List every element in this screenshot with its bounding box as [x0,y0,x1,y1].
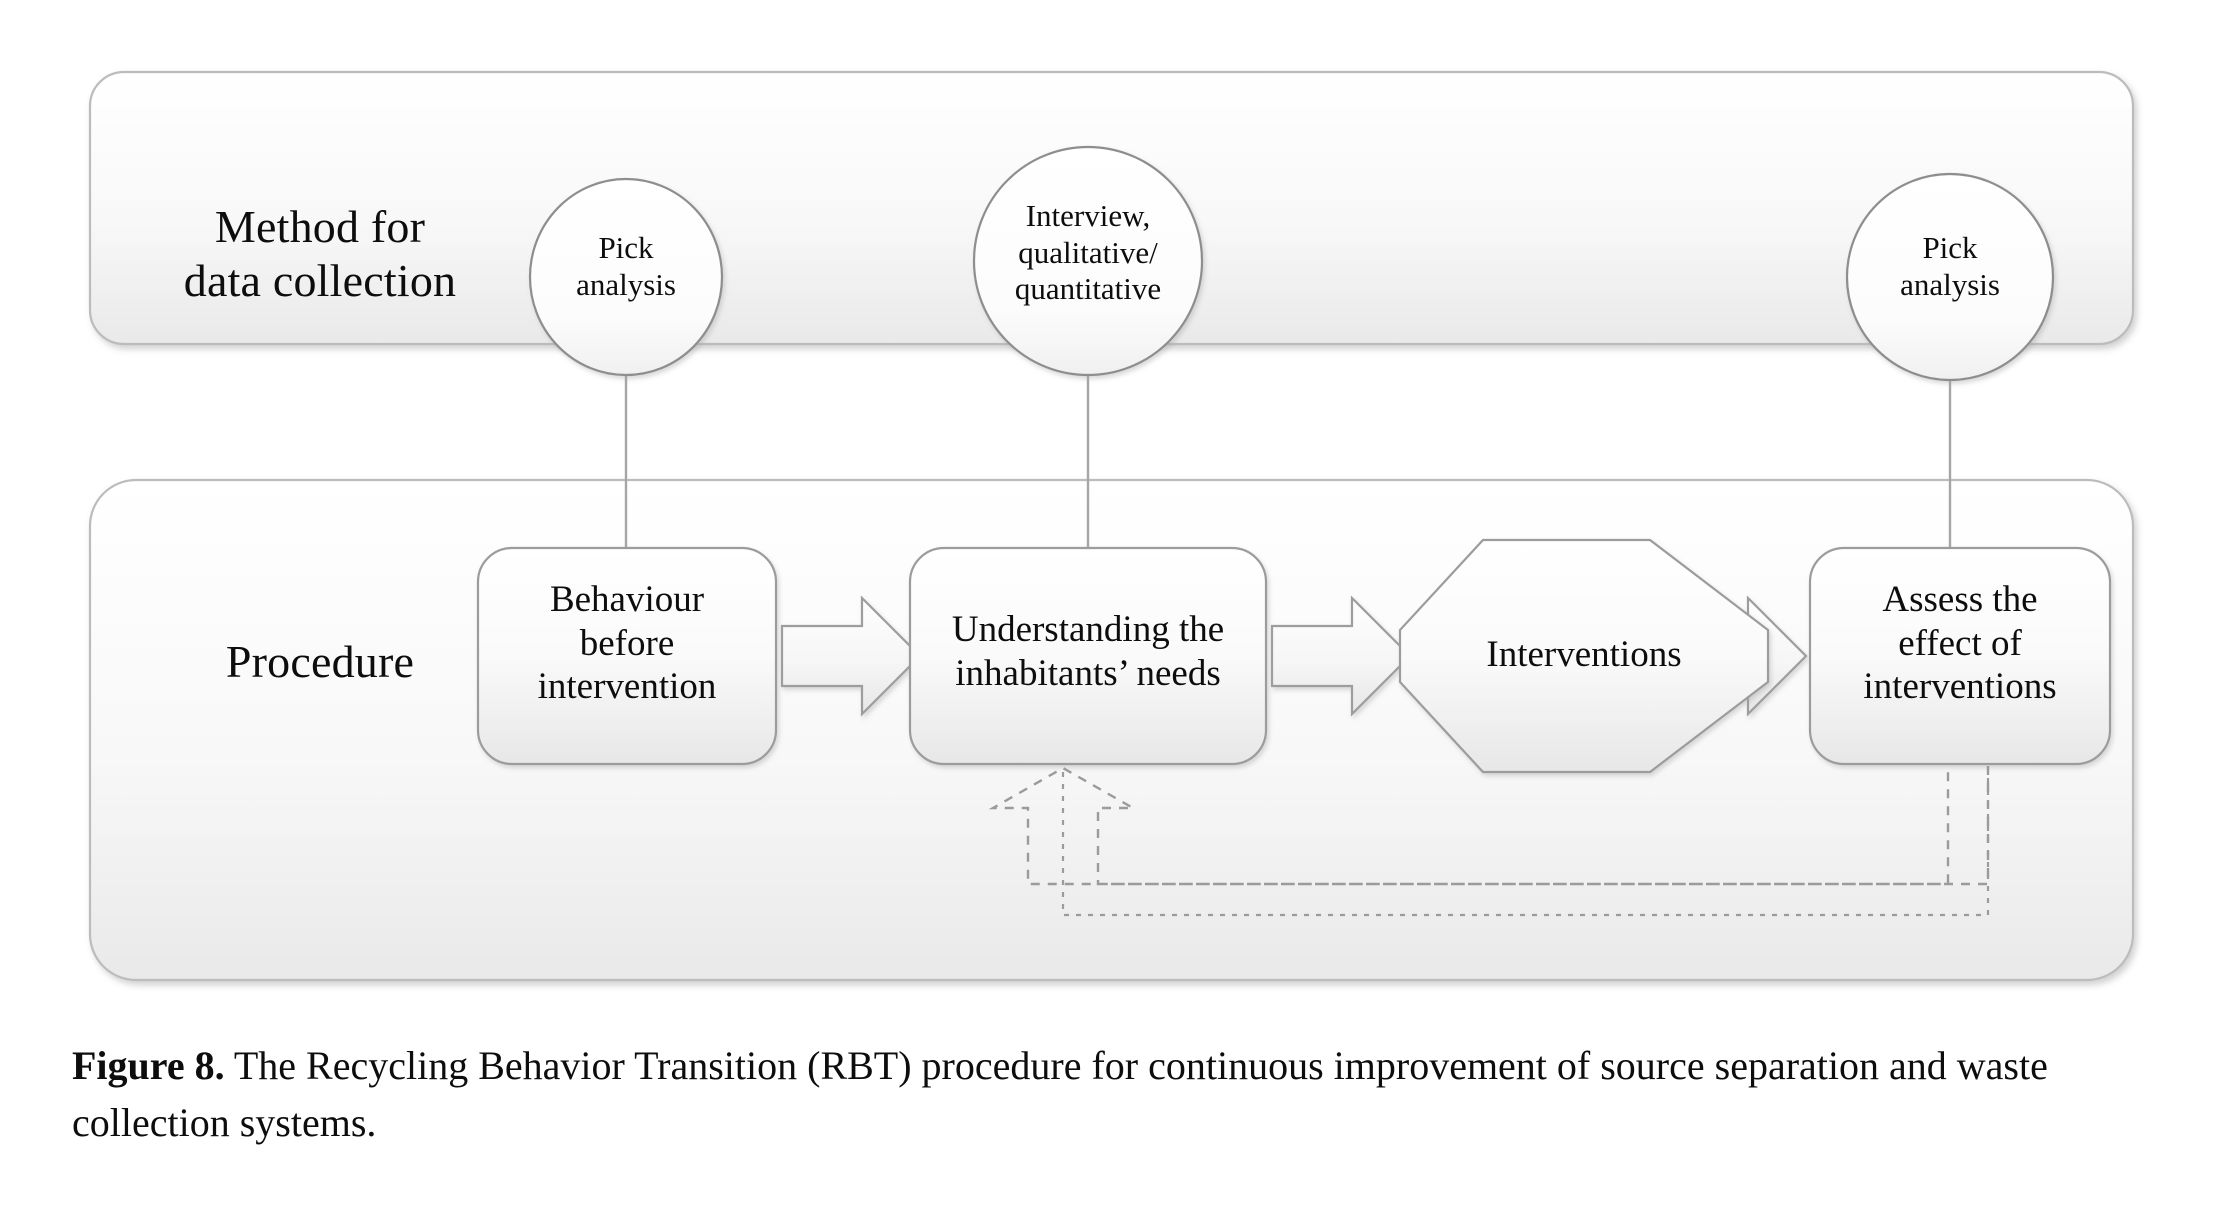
feedback-loop-outer [1061,766,1990,917]
node-pick-analysis-1[interactable] [528,177,724,377]
node-behaviour-before-intervention[interactable] [476,546,778,766]
block-arrow-1 [780,595,922,717]
diagram-canvas [88,70,2135,982]
node-pick-analysis-2[interactable] [1845,172,2055,382]
block-arrow-2 [1270,595,1412,717]
node-interview-methods[interactable] [972,145,1204,377]
figure-caption: Figure 8. The Recycling Behavior Transit… [72,1038,2162,1152]
node-understanding-needs[interactable] [908,546,1268,766]
figure-caption-label: Figure 8. [72,1043,225,1088]
node-assess-effect[interactable] [1808,546,2112,766]
figure-caption-text: The Recycling Behavior Transition (RBT) … [72,1043,2048,1145]
node-interventions[interactable] [1398,538,1770,774]
feedback-loop-inner [988,766,1990,886]
